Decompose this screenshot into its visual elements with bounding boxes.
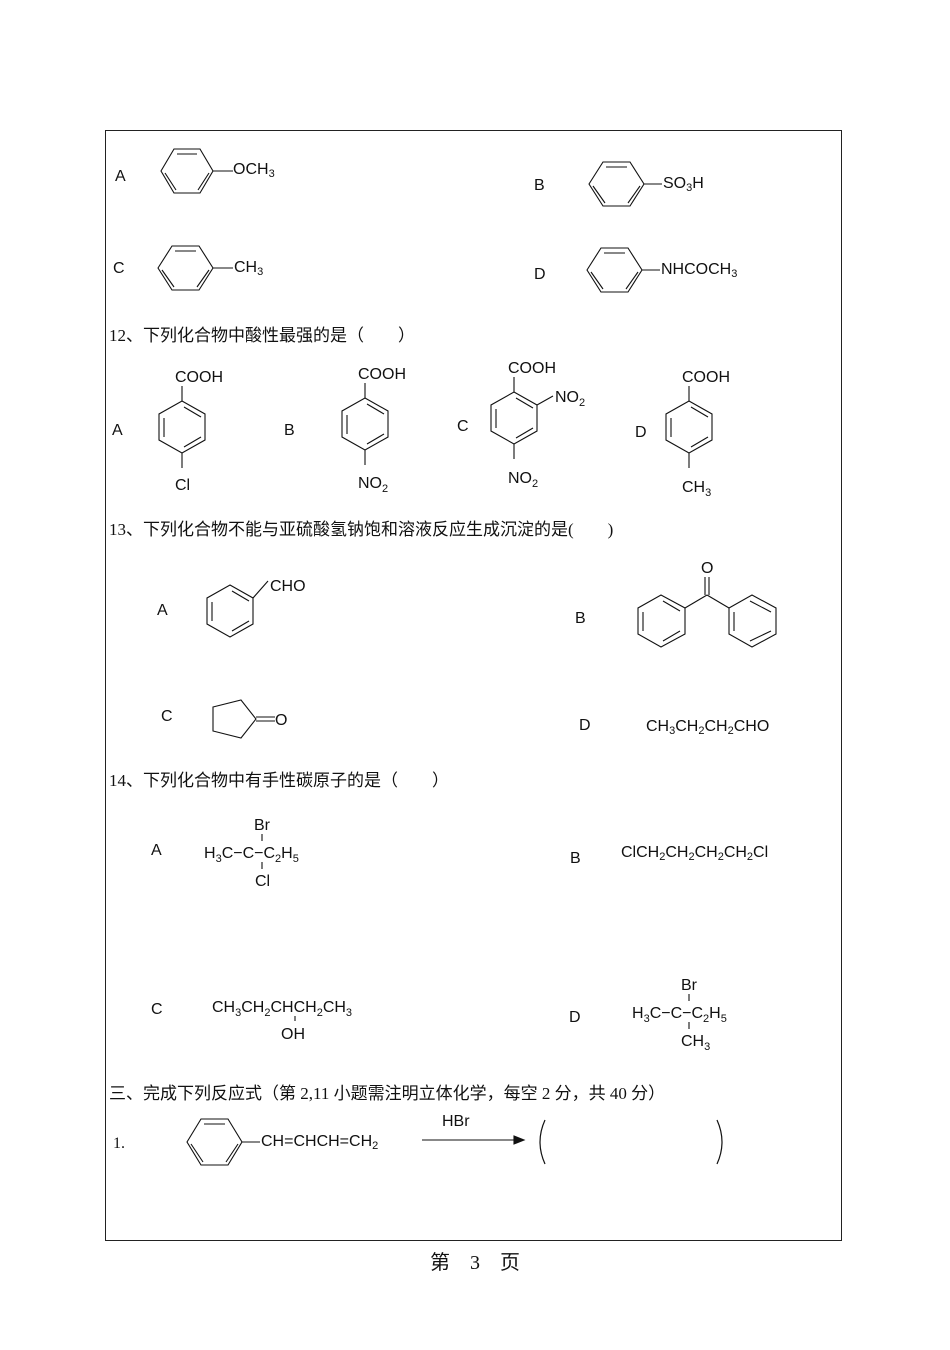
q12-option-b-label: B: [284, 422, 295, 439]
svg-text:H3C−C−C2H5: H3C−C−C2H5: [632, 1005, 727, 1025]
answer-blank-brackets[interactable]: [533, 1118, 733, 1168]
q14-option-b-label: B: [570, 850, 581, 867]
q12-option-a-label: A: [112, 422, 123, 439]
q11-option-d-label: D: [534, 266, 546, 283]
svg-text:Br: Br: [681, 977, 698, 994]
p-chlorobenzoic-acid-structure: COOH Cl: [158, 369, 223, 494]
anisole-structure: [160, 148, 233, 194]
svg-text:Br: Br: [254, 817, 271, 834]
reaction-arrow-icon: [422, 1135, 526, 1145]
benzenesulfonic-acid-structure: [588, 161, 662, 207]
q14-option-d-label: D: [569, 1009, 581, 1026]
2-4-dinitrobenzoic-acid-structure: COOH NO2 NO2: [490, 360, 585, 490]
svg-text:O: O: [275, 712, 287, 729]
svg-text:Cl: Cl: [175, 477, 190, 494]
q11-b-substituent: SO3H: [663, 175, 704, 194]
q13-option-b-label: B: [575, 610, 586, 627]
q11-a-substituent: OCH3: [233, 161, 275, 180]
reaction-1-answer-field[interactable]: [550, 1125, 715, 1159]
q13-option-a-label: A: [157, 602, 168, 619]
q13-option-c-label: C: [161, 708, 173, 725]
1-4-dichlorobutane-formula: ClCH2CH2CH2CH2Cl: [621, 844, 769, 863]
svg-text:NO2: NO2: [358, 475, 388, 495]
3-pentanol-structure: CH3CH2CHCH2CH3 OH: [212, 999, 352, 1043]
svg-text:CH3: CH3: [682, 479, 711, 499]
page-frame: [105, 130, 842, 1241]
svg-text:CH3: CH3: [681, 1033, 710, 1053]
svg-text:COOH: COOH: [508, 360, 556, 377]
butanal-formula: CH3CH2CH2CHO: [646, 718, 770, 737]
p-toluic-acid-structure: COOH CH3: [665, 369, 730, 499]
q12-option-d-label: D: [635, 424, 647, 441]
svg-text:O: O: [701, 560, 713, 577]
page-number: 3: [470, 1252, 480, 1274]
reaction-1-number: 1.: [113, 1135, 125, 1152]
reactant-chain: CH=CHCH=CH2: [261, 1133, 379, 1152]
q12-prompt: 12、下列化合物中酸性最强的是（ ）: [109, 326, 415, 345]
svg-text:NO2: NO2: [555, 389, 585, 409]
toluene-structure: [157, 245, 233, 291]
2-bromo-2-chlorobutane-structure: Br H3C−C−C2H5 Cl: [204, 817, 299, 890]
q14-prompt: 14、下列化合物中有手性碳原子的是（ ）: [109, 771, 449, 790]
q13-prompt: 13、下列化合物不能与亚硫酸氢钠饱和溶液反应生成沉淀的是( ): [109, 520, 614, 539]
q11-option-a-label: A: [115, 168, 126, 185]
benzaldehyde-structure: CHO: [206, 578, 306, 638]
q14-option-c-label: C: [151, 1001, 163, 1018]
q11-c-substituent: CH3: [234, 259, 264, 278]
cyclopentanone-structure: O: [212, 699, 287, 739]
2-bromo-2-methylbutane-structure: Br H3C−C−C2H5 CH3: [632, 977, 727, 1053]
svg-text:COOH: COOH: [358, 366, 406, 383]
q11-option-b-label: B: [534, 177, 545, 194]
svg-text:OH: OH: [281, 1026, 305, 1043]
svg-text:COOH: COOH: [682, 369, 730, 386]
svg-text:CH3CH2CHCH2CH3: CH3CH2CHCH2CH3: [212, 999, 352, 1019]
acetanilide-structure: [586, 247, 660, 293]
benzophenone-structure: O: [637, 560, 777, 648]
q13-option-d-label: D: [579, 717, 591, 734]
svg-text:CHO: CHO: [270, 578, 306, 595]
svg-text:COOH: COOH: [175, 369, 223, 386]
section-3-heading: 三、完成下列反应式（第 2,11 小题需注明立体化学，每空 2 分，共 40 分…: [109, 1084, 666, 1103]
footer-prefix: 第: [430, 1252, 450, 1274]
q14-option-a-label: A: [151, 842, 162, 859]
p-nitrobenzoic-acid-structure: COOH NO2: [341, 366, 406, 495]
footer-suffix: 页: [500, 1252, 520, 1274]
1-phenyl-1-3-butadiene-structure: [186, 1118, 260, 1166]
q12-option-c-label: C: [457, 418, 469, 435]
svg-text:H3C−C−C2H5: H3C−C−C2H5: [204, 845, 299, 865]
svg-text:Cl: Cl: [255, 873, 270, 890]
svg-text:NO2: NO2: [508, 470, 538, 490]
q11-option-c-label: C: [113, 260, 125, 277]
reagent-label: HBr: [442, 1113, 470, 1130]
q11-d-substituent: NHCOCH3: [661, 261, 738, 280]
